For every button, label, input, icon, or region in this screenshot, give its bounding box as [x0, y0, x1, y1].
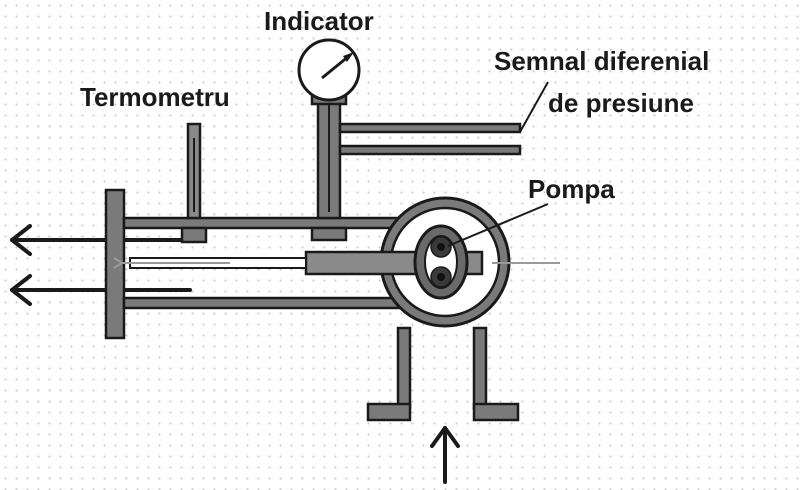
pump-label-leader	[447, 203, 549, 247]
pompa-label: Pompa	[528, 174, 615, 204]
outlet-arrow-lower	[10, 274, 192, 306]
bottom-flange	[366, 402, 520, 422]
semnal-label-line2: de presiune	[548, 88, 694, 118]
pressure-signal-lines	[338, 122, 522, 156]
gauge-dial	[297, 38, 361, 102]
termometru-label: Termometru	[80, 82, 230, 112]
left-flange	[104, 188, 126, 340]
gauge-needle	[321, 54, 350, 80]
pressure-indicator	[297, 38, 361, 242]
inlet-arrow	[430, 426, 460, 484]
outlet-arrows	[10, 224, 192, 306]
indicator-label: Indicator	[264, 6, 374, 36]
support-legs	[396, 326, 488, 410]
thermometer	[180, 122, 208, 244]
pump-rotors	[413, 224, 469, 300]
tube-bottom-wall	[122, 296, 416, 310]
tube-top-wall	[122, 216, 416, 230]
outlet-arrow-upper	[10, 224, 192, 256]
signal-label-leader	[519, 81, 549, 133]
semnal-label-line1: Semnal diferenial	[494, 46, 710, 76]
